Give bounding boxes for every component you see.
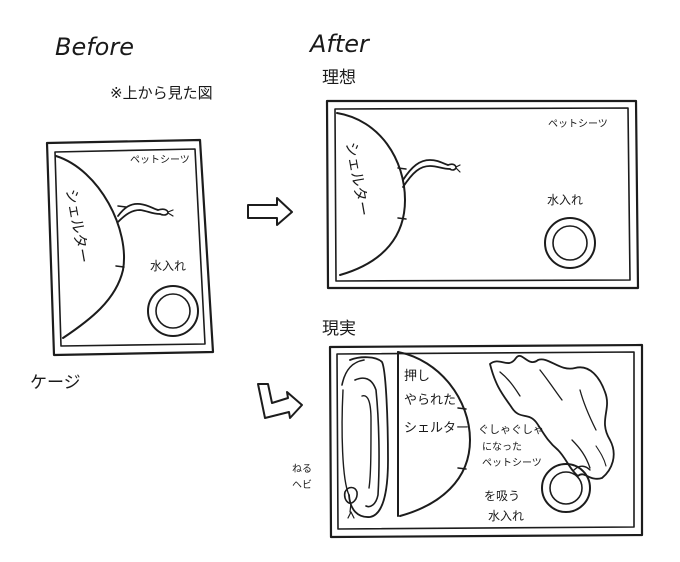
reality-section: 現実 ねる ヘビ 押し やられた シェルター — [292, 319, 644, 539]
reality-sleeping-snake — [341, 356, 389, 519]
before-note: ※上から見た図 — [110, 84, 213, 102]
before-title: Before — [55, 33, 134, 61]
after-shelter: シェルター — [336, 112, 407, 276]
pushed-label: 押し — [404, 369, 430, 384]
before-pet-sheet: ペットシーツ — [130, 155, 190, 166]
arrow-to-after — [247, 197, 293, 226]
before-shelter-label: シェルター — [62, 188, 93, 265]
crumpled-pet-sheet — [489, 355, 615, 480]
before-cage — [45, 138, 215, 357]
after-cage — [325, 99, 640, 290]
crumpled-label3: ペットシーツ — [482, 458, 542, 469]
after-shelter-label: シェルター — [342, 141, 373, 218]
pushed-label2: やられた — [404, 393, 456, 408]
absorb-label1: を吸う — [484, 489, 520, 503]
cage-label: ケージ — [30, 373, 81, 393]
after-subtitle: 理想 — [322, 68, 356, 88]
before-shelter: シェルター — [55, 155, 127, 339]
absorb-label2: 水入れ — [488, 509, 524, 523]
reality-shelter: 押し やられた シェルター — [397, 351, 471, 517]
reality-shelter-label: シェルター — [404, 421, 469, 436]
crumpled-label2: になった — [482, 441, 522, 453]
reality-cage — [328, 343, 644, 539]
reality-title: 現実 — [322, 319, 356, 339]
before-water-dish — [147, 285, 199, 337]
arrow-to-reality — [257, 383, 303, 419]
after-title: After — [308, 30, 371, 58]
after-water-label: 水入れ — [547, 193, 583, 207]
before-water-label: 水入れ — [150, 259, 186, 273]
reality-water-dish — [541, 463, 591, 513]
sleeping-snake-label1: ねる — [292, 463, 312, 475]
before-snake — [117, 203, 174, 223]
after-section: After 理想 シェルター ペットシーツ 水入れ — [308, 30, 640, 290]
sleeping-snake-label2: ヘビ — [292, 479, 312, 491]
after-pet-sheet: ペットシーツ — [548, 119, 608, 130]
after-snake — [402, 159, 461, 188]
before-section: Before ※上から見た図 シェルター ペットシーツ 水入れ ケージ — [30, 33, 215, 393]
after-water-dish — [544, 217, 596, 269]
crumpled-label1: ぐしゃぐしゃ — [478, 423, 544, 436]
